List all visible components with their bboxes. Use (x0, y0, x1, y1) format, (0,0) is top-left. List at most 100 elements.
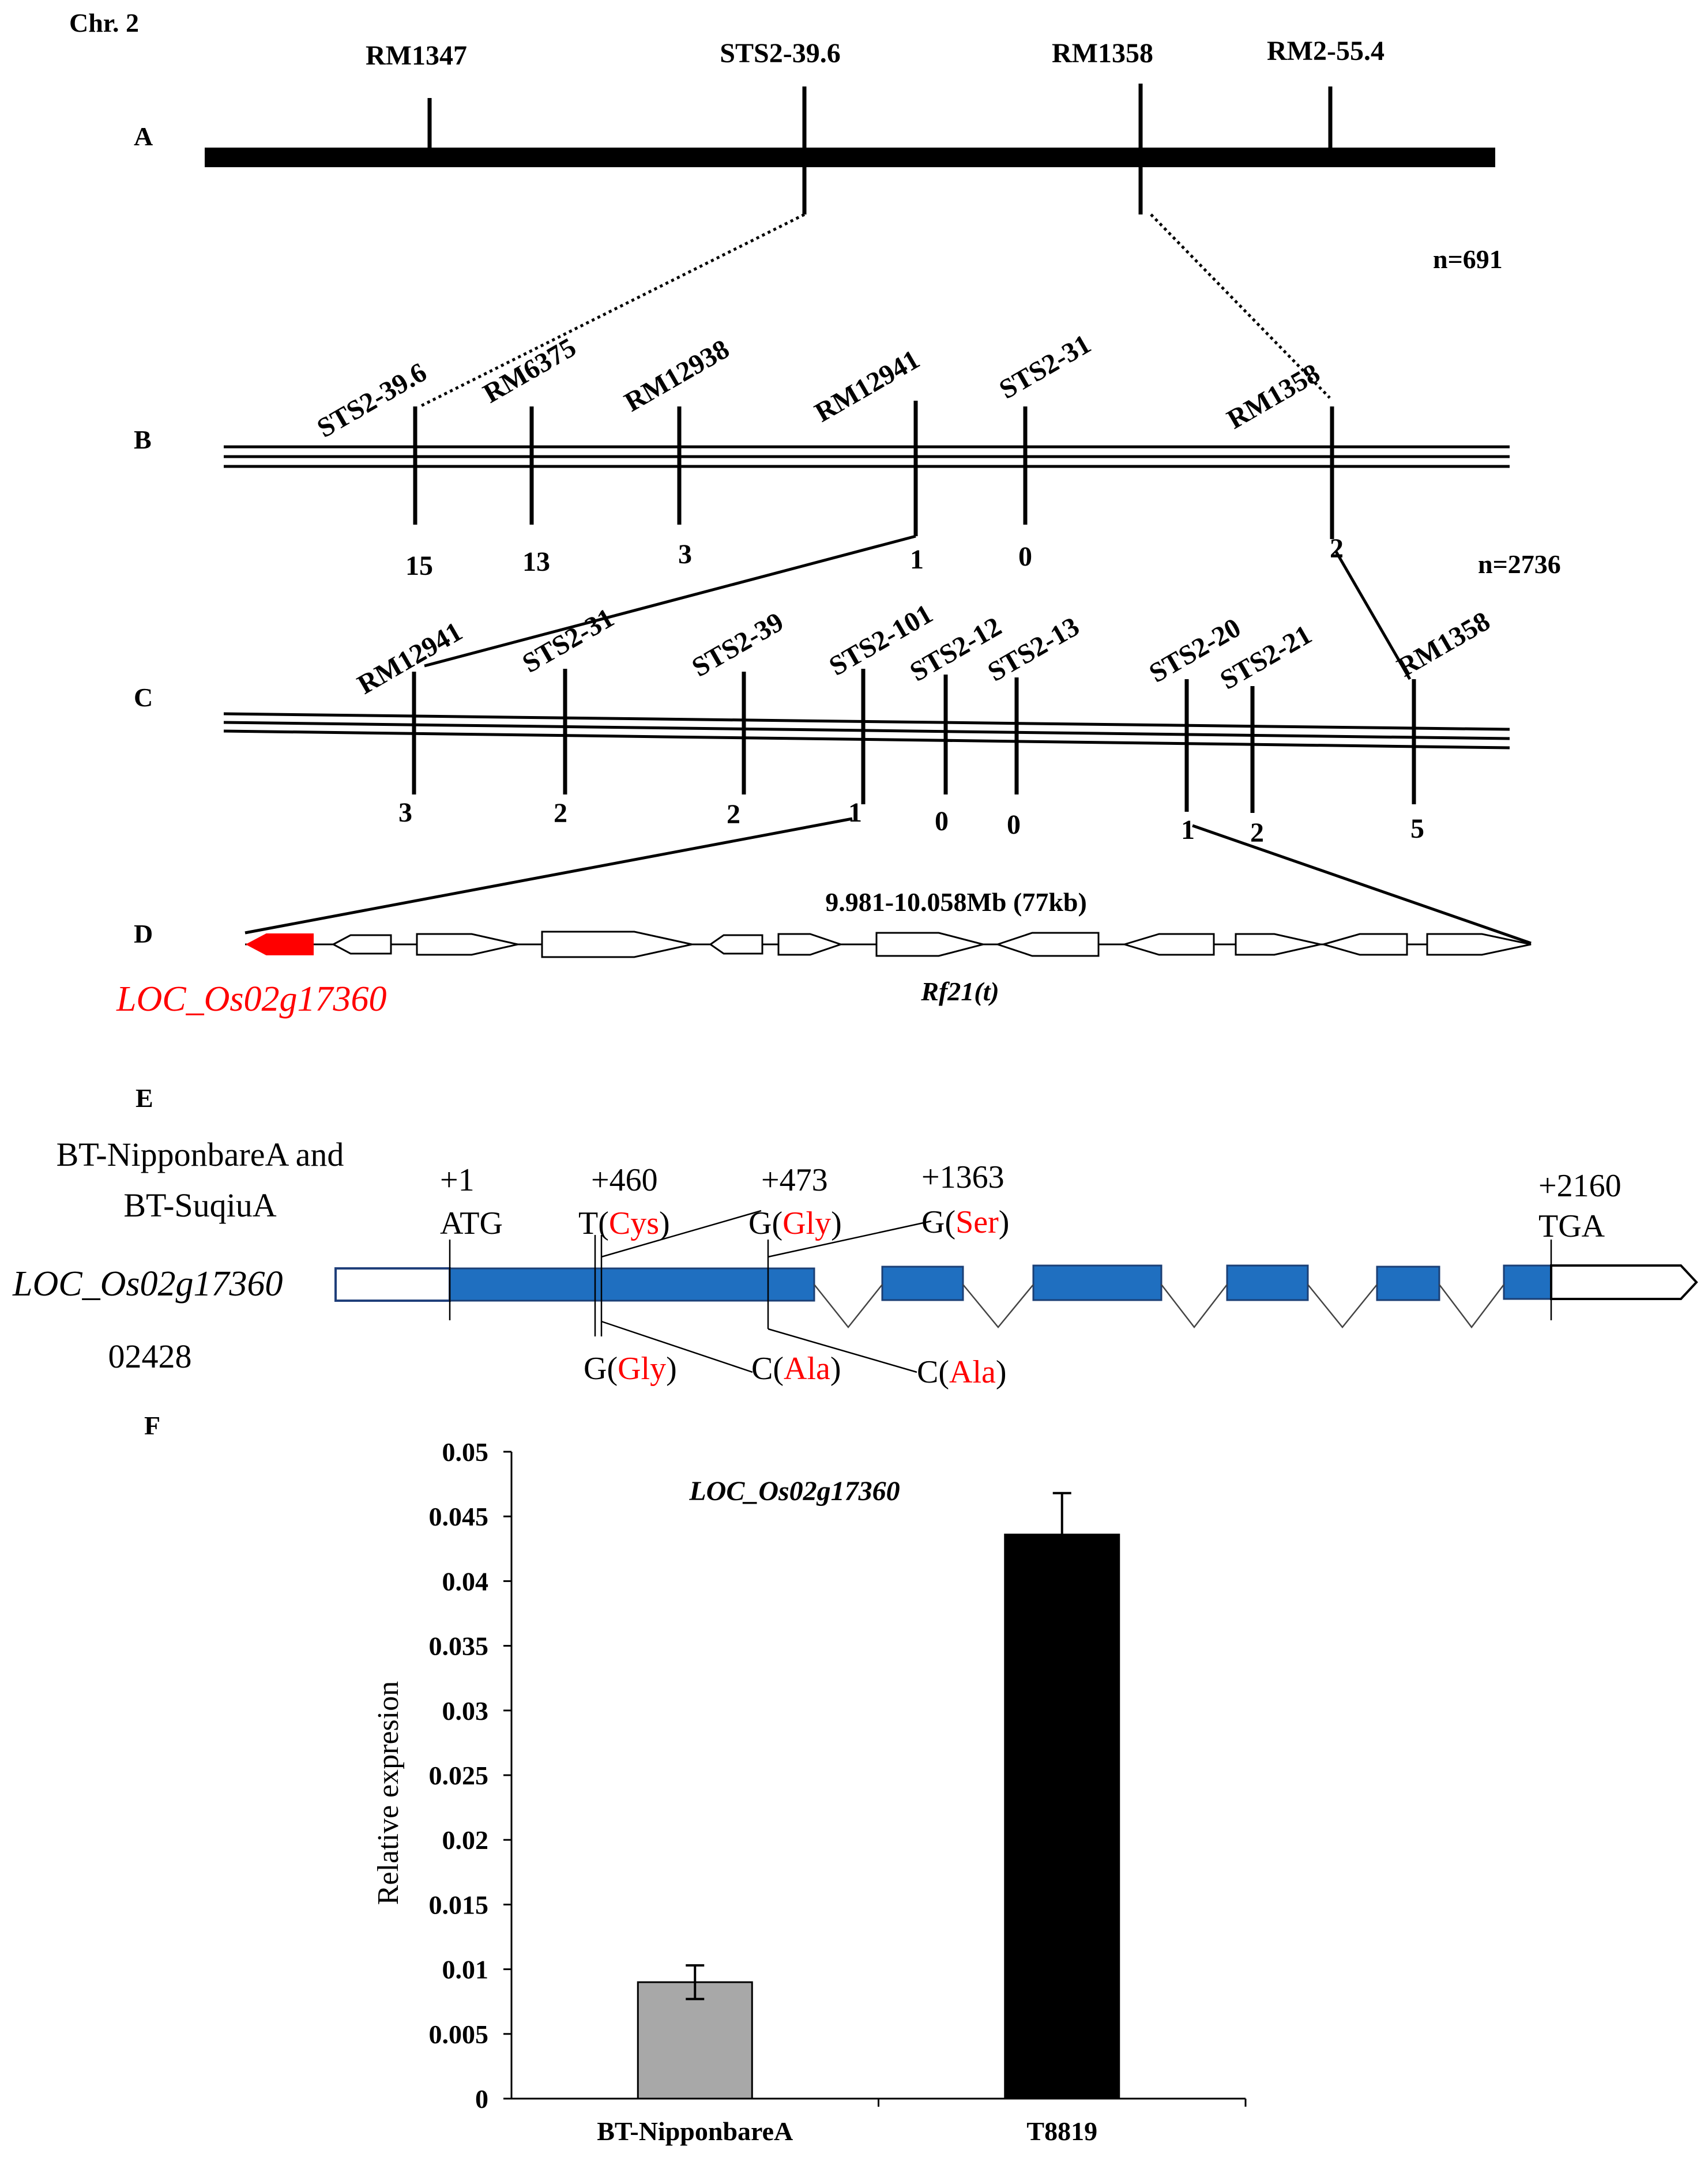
y-tick-label: 0.05 (442, 1437, 489, 1467)
y-tick-label: 0.03 (442, 1696, 489, 1726)
panel-c-line-2 (223, 721, 1510, 740)
gene-arrow-9 (1235, 933, 1321, 956)
marker-label-rm2-55-4: RM2-55.4 (1267, 36, 1385, 66)
snp-bottom-1363-aa: Ala (949, 1354, 996, 1390)
position-labels: +1 +460 +473 +1363 +2160 ATG TGA (440, 1159, 1622, 1244)
recombinant-count-b-1: 15 (405, 551, 433, 581)
paren-close-1: ) (659, 1206, 670, 1241)
intron-4 (1307, 1284, 1378, 1328)
y-tick-label: 0 (475, 2084, 488, 2114)
zoom-line-c-right (1192, 824, 1532, 945)
exon-3 (1032, 1264, 1163, 1301)
chart-y-tick-labels: 00.0050.010.0150.020.0250.030.0350.040.0… (429, 1437, 489, 2114)
panel-label-b: B (134, 425, 152, 454)
panel-c-recombinant-counts: 3 2 2 1 0 0 1 2 5 (398, 797, 1424, 848)
panel-c-markers (412, 669, 1416, 813)
locus-label: Rf21(t) (920, 977, 999, 1006)
x-tick-label: BT-NipponbareA (597, 2116, 793, 2146)
snp-annotations: T(Cys) G(Gly) G(Ser) G(Gly) C(Ala) C(Ala… (578, 1204, 1009, 1390)
marker-label-sts2-39-6: STS2-39.6 (720, 38, 840, 69)
exon-6 (1503, 1264, 1552, 1300)
marker-label-c-sts2-31: STS2-31 (517, 602, 619, 679)
gene-arrow-3 (541, 931, 693, 958)
y-axis-label: Relative expresion (372, 1681, 405, 1905)
panel-a-markers (427, 84, 1333, 214)
snp-bottom-473: C(Ala) (751, 1351, 841, 1387)
exon-4 (1226, 1264, 1309, 1301)
zoom-line-a-left (419, 213, 806, 408)
position-label-460: +460 (591, 1162, 658, 1198)
population-size-b: n=2736 (1478, 549, 1561, 579)
y-tick-label: 0.045 (429, 1502, 489, 1531)
panel-b-recombinant-counts: 15 13 3 1 0 2 (405, 533, 1344, 581)
position-label-2160: +2160 (1538, 1168, 1622, 1204)
y-tick-label: 0.025 (429, 1761, 489, 1790)
y-tick-label: 0.005 (429, 2020, 489, 2049)
gene-arrow-11 (1426, 933, 1532, 956)
snp-connector-473-bottom (601, 1320, 753, 1373)
panel-label-d: D (134, 919, 153, 948)
utr-5prime (334, 1267, 451, 1302)
intron-5 (1439, 1284, 1504, 1329)
chart-bars (637, 1492, 1120, 2100)
snp-top-1363: G(Ser) (921, 1204, 1009, 1240)
annotated-genes (331, 931, 1532, 958)
recombinant-count-b-4: 1 (910, 544, 924, 575)
chart-x-tick-labels: BT-NipponbareA T8819 (597, 2116, 1097, 2146)
chromosome-2-bar (205, 148, 1495, 167)
lines-label-2: BT-SuqiuA (123, 1187, 276, 1224)
recombinant-count-c-6: 0 (1007, 809, 1021, 840)
gene-arrow-2 (416, 933, 518, 956)
paren-close-5: ) (830, 1351, 841, 1387)
stop-codon-label: TGA (1538, 1208, 1605, 1244)
recombinant-count-c-9: 5 (1410, 814, 1424, 844)
recombinant-count-b-5: 0 (1018, 541, 1032, 572)
chromosome-label: Chr. 2 (69, 8, 139, 37)
snp-connector-1363-bottom (768, 1328, 917, 1373)
snp-bottom-460-aa: Gly (618, 1351, 666, 1387)
exon-1 (449, 1267, 815, 1302)
panel-b-chromosome (224, 445, 1510, 468)
paren-close-3: ) (999, 1204, 1010, 1240)
panel-c-line-3 (223, 729, 1510, 750)
paren-open-5: ( (773, 1351, 784, 1387)
exon-5 (1376, 1266, 1440, 1301)
line-02428-label: 02428 (108, 1338, 192, 1375)
marker-label-b-rm6375: RM6375 (478, 332, 581, 409)
marker-label-rm1347: RM1347 (366, 40, 467, 71)
introns (814, 1284, 1504, 1329)
y-tick-label: 0.035 (429, 1632, 489, 1661)
panel-c-line-1 (223, 712, 1510, 731)
snp-top-473-aa: Gly (782, 1206, 831, 1241)
position-label-473: +473 (761, 1162, 828, 1198)
paren-open-4: ( (607, 1351, 618, 1387)
recombinant-count-c-8: 2 (1250, 818, 1264, 848)
snp-connector-473-top (601, 1210, 762, 1258)
recombinant-count-c-1: 3 (398, 797, 412, 828)
panel-c-chromosome (223, 712, 1510, 750)
exon-2 (881, 1266, 964, 1301)
x-tick-label: T8819 (1026, 2116, 1097, 2146)
zoom-line-b-left (424, 534, 916, 668)
marker-label-b-rm12938: RM12938 (619, 334, 735, 418)
paren-close-6: ) (996, 1354, 1007, 1390)
marker-label-b-sts2-31: STS2-31 (994, 329, 1096, 405)
snp-bottom-473-base: C (751, 1351, 773, 1387)
panel-b-markers (413, 401, 1334, 539)
position-label-1: +1 (440, 1162, 475, 1198)
intron-3 (1161, 1284, 1228, 1329)
zoom-line-c-left (244, 817, 853, 935)
position-lines (449, 1210, 1552, 1373)
population-size-a: n=691 (1433, 244, 1503, 274)
snp-bottom-460: G(Gly) (584, 1351, 677, 1387)
paren-open-2: ( (772, 1206, 782, 1241)
panel-label-f: F (144, 1411, 160, 1440)
recombinant-count-c-3: 2 (727, 799, 740, 830)
snp-top-1363-aa: Ser (955, 1204, 999, 1240)
gene-structure-label: LOC_Os02g17360 (12, 1264, 283, 1304)
marker-label-c-sts2-39: STS2-39 (687, 607, 789, 683)
lines-label-1: BT-NipponbareA and (57, 1136, 344, 1173)
y-tick-label: 0.04 (442, 1566, 489, 1596)
paren-close-2: ) (831, 1206, 842, 1241)
gene-arrow-10 (1320, 933, 1408, 956)
